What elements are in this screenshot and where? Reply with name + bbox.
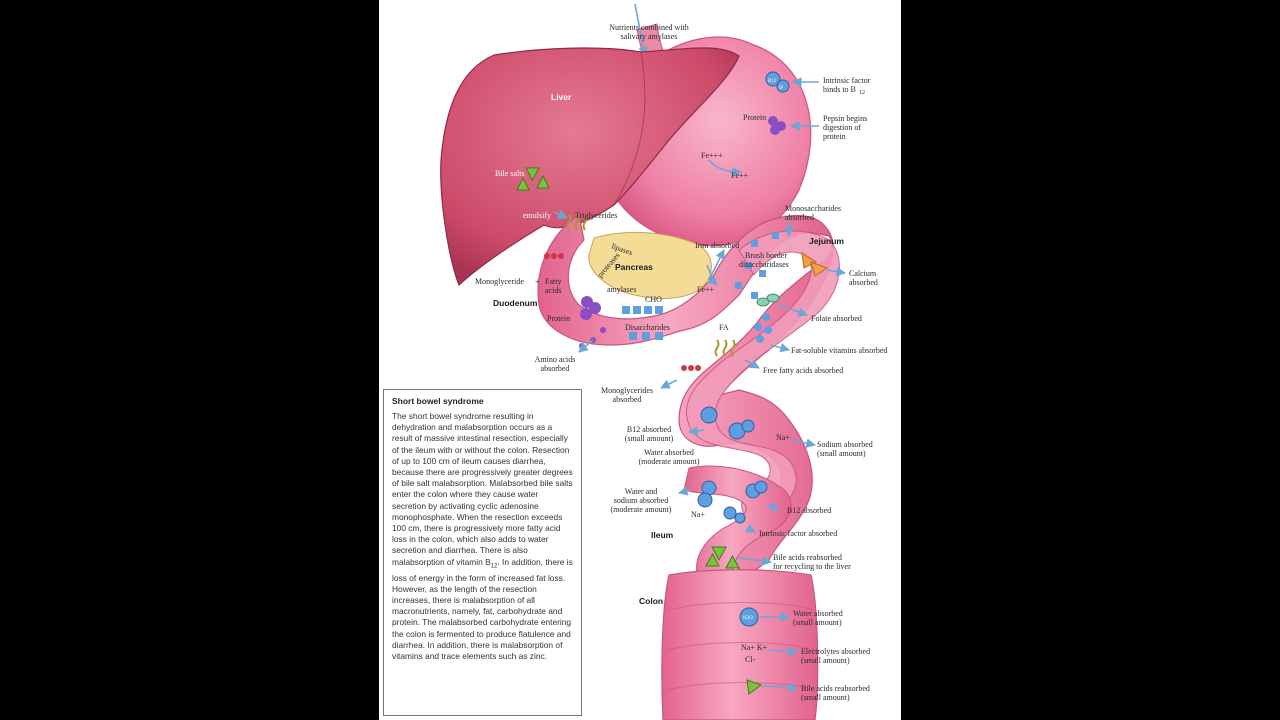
- label-b12-absorbed: B12 absorbed: [787, 506, 831, 515]
- label-cl: Cl-: [745, 655, 756, 664]
- box-body-text-1: The short bowel syndrome resulting in de…: [392, 411, 573, 567]
- ileum-bile-triangles: [705, 546, 740, 569]
- label-colon: Colon: [639, 596, 663, 606]
- label-intrinsic-2: binds to B: [823, 85, 856, 94]
- bile-salt-triangles: [516, 167, 550, 191]
- label-fe2-b: Fe++: [697, 285, 715, 294]
- label-bile-reabs-2: for recycling to the liver: [773, 562, 851, 571]
- label-pepsin-1: Pepsin begins: [823, 114, 867, 123]
- label-water-small-1: Water absorbed: [793, 609, 843, 618]
- label-fatty-acids-1: Fatty: [545, 277, 561, 286]
- label-fa: FA: [719, 323, 729, 332]
- label-intrinsic-absorbed: Intrinsic factor absorbed: [759, 529, 837, 538]
- label-amino-acids-1: Amino acids: [535, 355, 576, 364]
- box-title: Short bowel syndrome: [392, 396, 484, 406]
- label-pancreas: Pancreas: [615, 262, 653, 272]
- label-na: Na+: [776, 433, 790, 442]
- molecule-text-b12: B12: [768, 79, 777, 84]
- box-body-text-2: . In addition, there is loss of energy i…: [392, 556, 573, 661]
- label-monoglycerides-2: absorbed: [613, 395, 642, 404]
- label-fe2: Fe++: [731, 171, 749, 180]
- label-monosaccharides-2: absorbed: [785, 213, 814, 222]
- digestion-illustration: Nutrients combined with salivary amylase…: [440, 3, 887, 720]
- label-plus: +: [535, 277, 540, 286]
- label-folate: Folate absorbed: [811, 314, 862, 323]
- label-calcium-1: Calcium: [849, 269, 877, 278]
- protein-molecule-duodenum: [579, 296, 606, 349]
- label-sodium-abs-2: (small amount): [817, 449, 866, 458]
- label-intrinsic-sub: 12: [859, 90, 865, 96]
- molecule-text-if: IF: [779, 86, 784, 91]
- colon: [661, 569, 819, 720]
- folate-ovals: [756, 293, 780, 307]
- disaccharide-cubes: [622, 306, 663, 340]
- calcium-wedges: [801, 251, 829, 277]
- label-monoglycerides-1: Monoglycerides: [601, 386, 653, 395]
- box-body: The short bowel syndrome resulting in de…: [392, 411, 573, 662]
- box-body-sub: 12: [490, 563, 498, 570]
- label-cho: CHO: [645, 295, 662, 304]
- monosaccharide-cubes: [735, 232, 779, 299]
- label-amylases: amylases: [607, 285, 636, 294]
- label-nak: Na+ K+: [741, 643, 768, 652]
- label-fatty-acids-2: acids: [545, 286, 561, 295]
- fatty-acid-coils: [566, 213, 736, 357]
- b12-h2o-circles-small-intestine: [700, 406, 755, 440]
- label-fat-soluble: Fat-soluble vitamins absorbed: [791, 346, 887, 355]
- figure-page: Nutrients combined with salivary amylase…: [379, 0, 901, 720]
- colon-h2o-circle: [739, 607, 759, 627]
- vitamin-circles: [754, 313, 772, 343]
- label-amino-acids-2: absorbed: [541, 364, 570, 373]
- label-intrinsic-1: Intrinsic factor: [823, 76, 871, 85]
- label-free-fatty: Free fatty acids absorbed: [763, 366, 843, 375]
- label-liver: Liver: [551, 92, 572, 102]
- label-iron-absorbed: Iron absorbed: [695, 241, 739, 250]
- monoglyceride-molecules: [544, 253, 701, 371]
- label-water-small-2: (small amount): [793, 618, 842, 627]
- label-b12-small-2: (small amount): [625, 434, 674, 443]
- label-water-sodium-2: sodium absorbed: [614, 496, 668, 505]
- pancreas: [588, 231, 712, 299]
- label-duodenum: Duodenum: [493, 298, 538, 308]
- label-brush-border-1: Brush border: [745, 251, 787, 260]
- b12-if-molecule-stomach: [765, 71, 790, 93]
- label-bile-reabs2-2: (small amount): [801, 693, 850, 702]
- label-monoglyceride: Monoglyceride: [475, 277, 524, 286]
- ileum-circles: [697, 480, 768, 524]
- label-water-mod-1: Water absorbed: [644, 448, 694, 457]
- label-sodium-abs-1: Sodium absorbed: [817, 440, 873, 449]
- colon-bile-triangle: [746, 679, 763, 695]
- molecule-text-h2o: H2O: [743, 616, 753, 621]
- label-b12-small-1: B12 absorbed: [627, 425, 671, 434]
- label-bile-salts: Bile salts: [495, 169, 525, 178]
- label-brush-border-2: disaccharidases: [739, 260, 789, 269]
- short-bowel-syndrome-box: Short bowel syndrome The short bowel syn…: [383, 389, 582, 716]
- label-water-mod-2: (moderate amount): [638, 457, 699, 466]
- label-calcium-2: absorbed: [849, 278, 878, 287]
- protein-molecule-stomach: [768, 116, 786, 135]
- label-nutrients-1: Nutrients combined with: [609, 23, 689, 32]
- label-electrolytes-2: (small amount): [801, 656, 850, 665]
- label-ileum: Ileum: [651, 530, 674, 540]
- label-monosaccharides-1: Monosaccharides: [785, 204, 841, 213]
- label-fe3: Fe+++: [701, 151, 723, 160]
- label-na2: Na+: [691, 510, 705, 519]
- label-emulsify: emulsify: [523, 211, 551, 220]
- label-protein-stomach: Protein: [743, 113, 766, 122]
- label-pepsin-3: protein: [823, 132, 846, 141]
- label-water-sodium-3: (moderate amount): [610, 505, 671, 514]
- label-jejunum: Jejunum: [809, 236, 844, 246]
- label-triglycerides: Triglycerides: [575, 211, 617, 220]
- label-bile-reabs2-1: Bile acids reabsorbed: [801, 684, 870, 693]
- label-water-sodium-1: Water and: [625, 487, 657, 496]
- label-disaccharides: Disaccharides: [625, 323, 670, 332]
- jejunum: [685, 230, 840, 521]
- label-nutrients-2: salivary amylases: [621, 32, 678, 41]
- label-pepsin-2: digestion of: [823, 123, 861, 132]
- label-electrolytes-1: Electrolytes absorbed: [801, 647, 870, 656]
- label-protein-duodenum: Protein: [547, 314, 570, 323]
- label-bile-reabs-1: Bile acids reabsorbed: [773, 553, 842, 562]
